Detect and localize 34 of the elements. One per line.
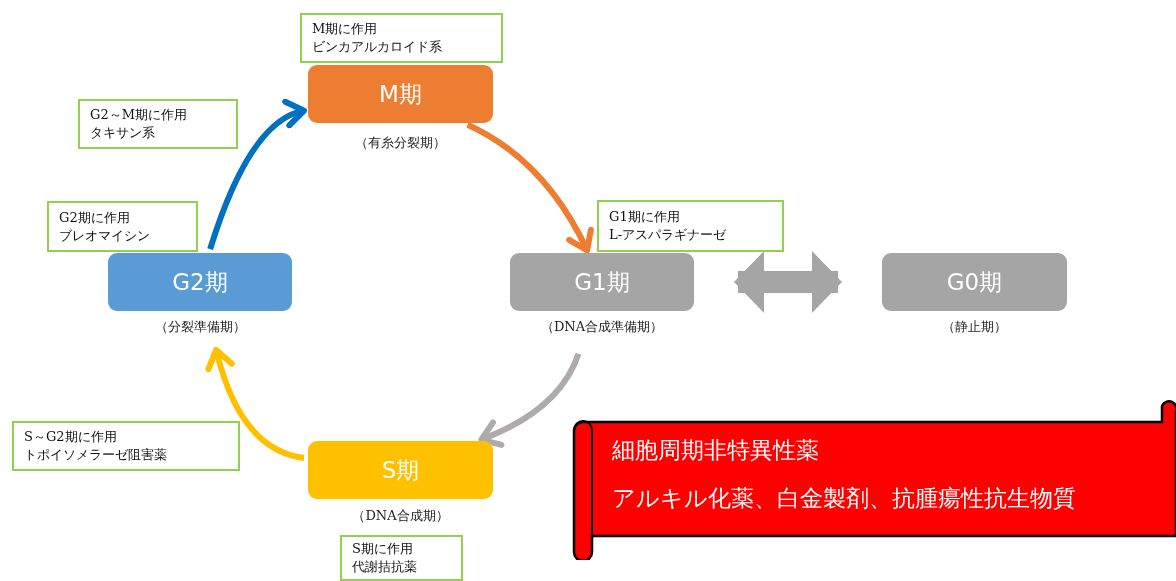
note-text: S期に作用 <box>352 540 414 558</box>
note-text: トポイソメラーゼ阻害薬 <box>24 446 168 464</box>
banner-text: 細胞周期非特異性薬 <box>612 436 820 465</box>
note-box <box>340 535 463 581</box>
phase-box: G1期 <box>510 253 694 311</box>
phase-box: G0期 <box>882 253 1067 311</box>
note-text: S～G2期に作用 <box>24 428 118 446</box>
curved-arrow <box>466 121 594 254</box>
phase-caption: （DNA合成準備期） <box>540 318 664 336</box>
curved-arrow <box>478 352 582 448</box>
note-text: M期に作用 <box>312 20 379 38</box>
double-arrow <box>734 251 842 313</box>
phase-box: S期 <box>308 441 493 499</box>
phase-box: G2期 <box>108 253 292 311</box>
note-box <box>78 99 238 149</box>
phase-caption: （DNA合成期） <box>352 507 449 525</box>
banner-text: アルキル化薬、白金製剤、抗腫瘍性抗生物質 <box>612 484 1076 513</box>
note-box <box>47 201 198 252</box>
note-box <box>597 200 784 252</box>
note-text: ビンカアルカロイド系 <box>312 38 443 56</box>
note-text: L-アスパラギナーゼ <box>609 226 728 244</box>
note-text: タキサン系 <box>90 124 156 142</box>
phase-caption: （分裂準備期） <box>154 318 246 336</box>
note-box <box>12 421 240 471</box>
phase-caption: （有糸分裂期） <box>355 134 446 152</box>
note-text: G1期に作用 <box>609 208 681 226</box>
phase-box: M期 <box>308 65 493 123</box>
note-text: G2期に作用 <box>59 208 131 227</box>
curved-arrow <box>205 346 305 461</box>
phase-caption: （静止期） <box>942 318 1007 336</box>
note-text: ブレオマイシン <box>59 226 151 245</box>
note-box <box>300 13 503 63</box>
note-text: G2～M期に作用 <box>90 106 188 124</box>
note-text: 代謝拮抗薬 <box>352 558 418 576</box>
